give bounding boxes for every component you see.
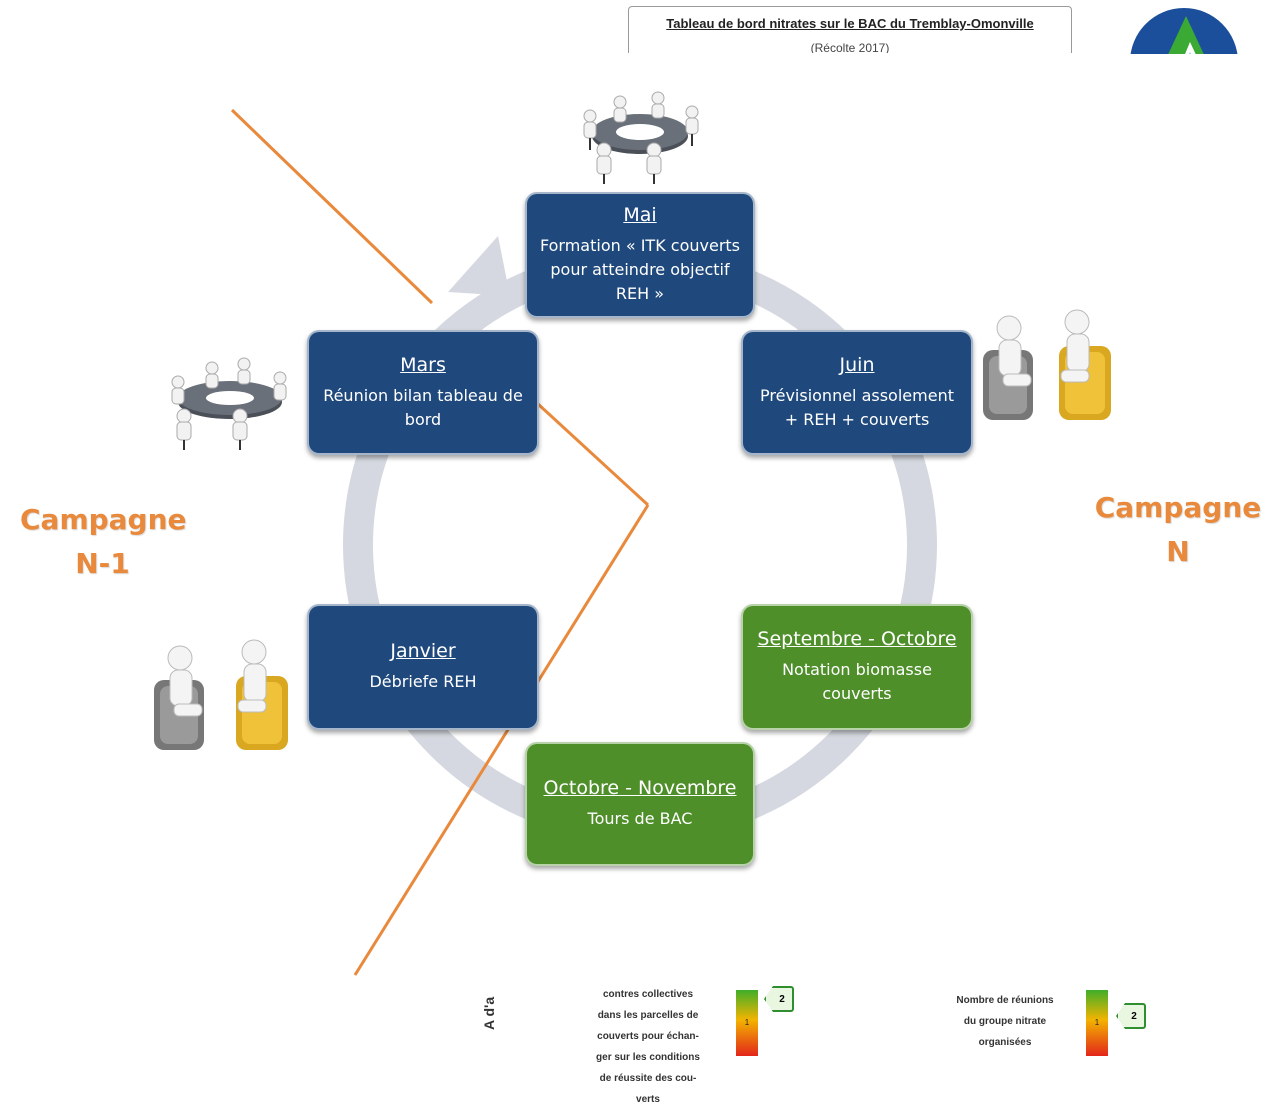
left-indicator-line: couverts pour échan- (597, 1031, 699, 1042)
box-sept-desc: Notation biomasse couverts (782, 660, 932, 703)
campagne-n-1-label: Campagne N-1 (20, 498, 187, 586)
right-gauge: 1 (1086, 990, 1108, 1056)
box-sept-title: Septembre - Octobre (757, 628, 957, 650)
two-people-chairs-icon (150, 630, 300, 785)
box-juin-desc: Prévisionnel assolement + REH + couverts (760, 385, 954, 429)
box-oct-desc: Tours de BAC (587, 809, 693, 828)
right-indicator-line: Nombre de réunions (956, 995, 1054, 1006)
header-subtitle: (Récolte 2017) (810, 41, 890, 53)
box-mai: Mai Formation « ITK couverts pour attein… (525, 192, 755, 318)
right-indicator-line: organisées (978, 1037, 1032, 1048)
campagne-left-line1: Campagne (20, 503, 187, 536)
right-indicator-text: Nombre de réunions du groupe nitrate org… (940, 990, 1070, 1053)
box-juin: Juin Prévisionnel assolement + REH + cou… (741, 330, 973, 455)
meeting-table-icon (570, 88, 710, 193)
left-indicator-line: contres collectives (602, 989, 694, 1000)
header-box: Tableau de bord nitrates sur le BAC du T… (628, 6, 1072, 53)
orange-line-top (230, 108, 434, 305)
orange-line-mid (536, 402, 650, 507)
left-gauge-mark: 1 (744, 1018, 750, 1027)
box-mai-title: Mai (623, 204, 657, 226)
orange-line-low (353, 504, 650, 976)
box-septembre-octobre: Septembre - Octobre Notation biomasse co… (741, 604, 973, 730)
left-indicator-line: de réussite des cou- (599, 1073, 697, 1084)
box-octobre-novembre: Octobre - Novembre Tours de BAC (525, 742, 755, 866)
box-janvier: Janvier Débriefe REH (307, 604, 539, 730)
cycle-arrowhead (448, 236, 510, 296)
box-mai-desc: Formation « ITK couverts pour atteindre … (539, 236, 740, 303)
campagne-left-line2: N-1 (75, 547, 130, 580)
box-mars-desc: Réunion bilan tableau de bord (323, 385, 523, 429)
right-gauge-mark: 1 (1094, 1018, 1100, 1027)
box-janvier-title: Janvier (390, 640, 456, 662)
left-gauge: 1 (736, 990, 758, 1056)
right-indicator-line: du groupe nitrate (963, 1016, 1047, 1027)
box-mars-title: Mars (400, 353, 446, 376)
left-indicator-line: verts (636, 1094, 660, 1105)
left-indicator-line: ger sur les conditions (596, 1052, 700, 1063)
box-oct-title: Octobre - Novembre (543, 777, 737, 799)
box-juin-title: Juin (839, 353, 875, 376)
rotated-label: A d'a (481, 996, 497, 1030)
left-indicator-line: dans les parcelles de (597, 1010, 699, 1021)
left-indicator-text: contres collectives dans les parcelles d… (578, 984, 718, 1110)
two-people-chairs-icon (975, 300, 1125, 455)
logo-icon (1128, 6, 1242, 54)
meeting-table-icon (160, 352, 300, 457)
box-janvier-desc: Débriefe REH (369, 672, 477, 691)
campagne-n-label: Campagne N (1094, 491, 1262, 568)
box-mars: Mars Réunion bilan tableau de bord (307, 330, 539, 455)
header-title: Tableau de bord nitrates sur le BAC du T… (666, 16, 1034, 31)
